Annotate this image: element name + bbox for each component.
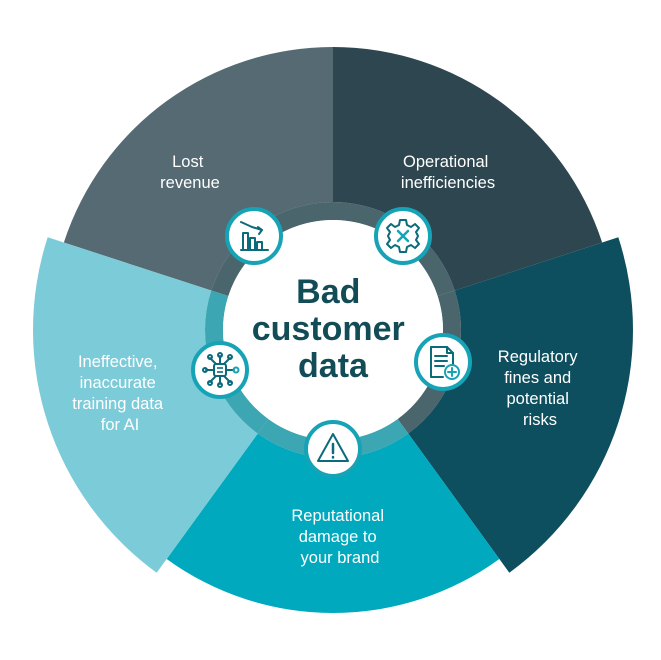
label-operational-inefficiencies: Operational inefficiencies <box>401 153 495 192</box>
label-reputational-damage: Reputational damage to your brand <box>291 507 388 567</box>
label-lost-revenue: Lost revenue <box>160 153 220 192</box>
center-line-3: data <box>298 347 369 385</box>
segment-ineffective <box>32 237 258 573</box>
center-line-1: Bad <box>296 273 360 311</box>
gear-x-icon <box>374 207 432 265</box>
ring-arc-ineffective <box>205 290 269 434</box>
ring-arc-regulatory <box>397 290 462 434</box>
segment-regulatory <box>408 237 633 573</box>
segment-lost-revenue <box>63 47 333 291</box>
segments-layer <box>32 47 633 614</box>
label-ineffective-training-data: Ineffective, inaccurate training data fo… <box>72 353 167 434</box>
document-plus-icon <box>414 333 472 391</box>
label-regulatory-fines: Regulatory fines and potential risks <box>498 348 582 429</box>
center-circle <box>223 220 443 440</box>
center-title: Bad customer data <box>252 273 415 385</box>
center-line-2: customer <box>252 310 405 348</box>
segment-operational <box>333 47 603 291</box>
segment-reputational <box>166 433 500 614</box>
ring-arc-reputational <box>257 418 409 458</box>
warning-icon <box>304 420 362 478</box>
ai-chip-icon <box>191 341 249 399</box>
bar-chart-down-icon <box>225 207 283 265</box>
